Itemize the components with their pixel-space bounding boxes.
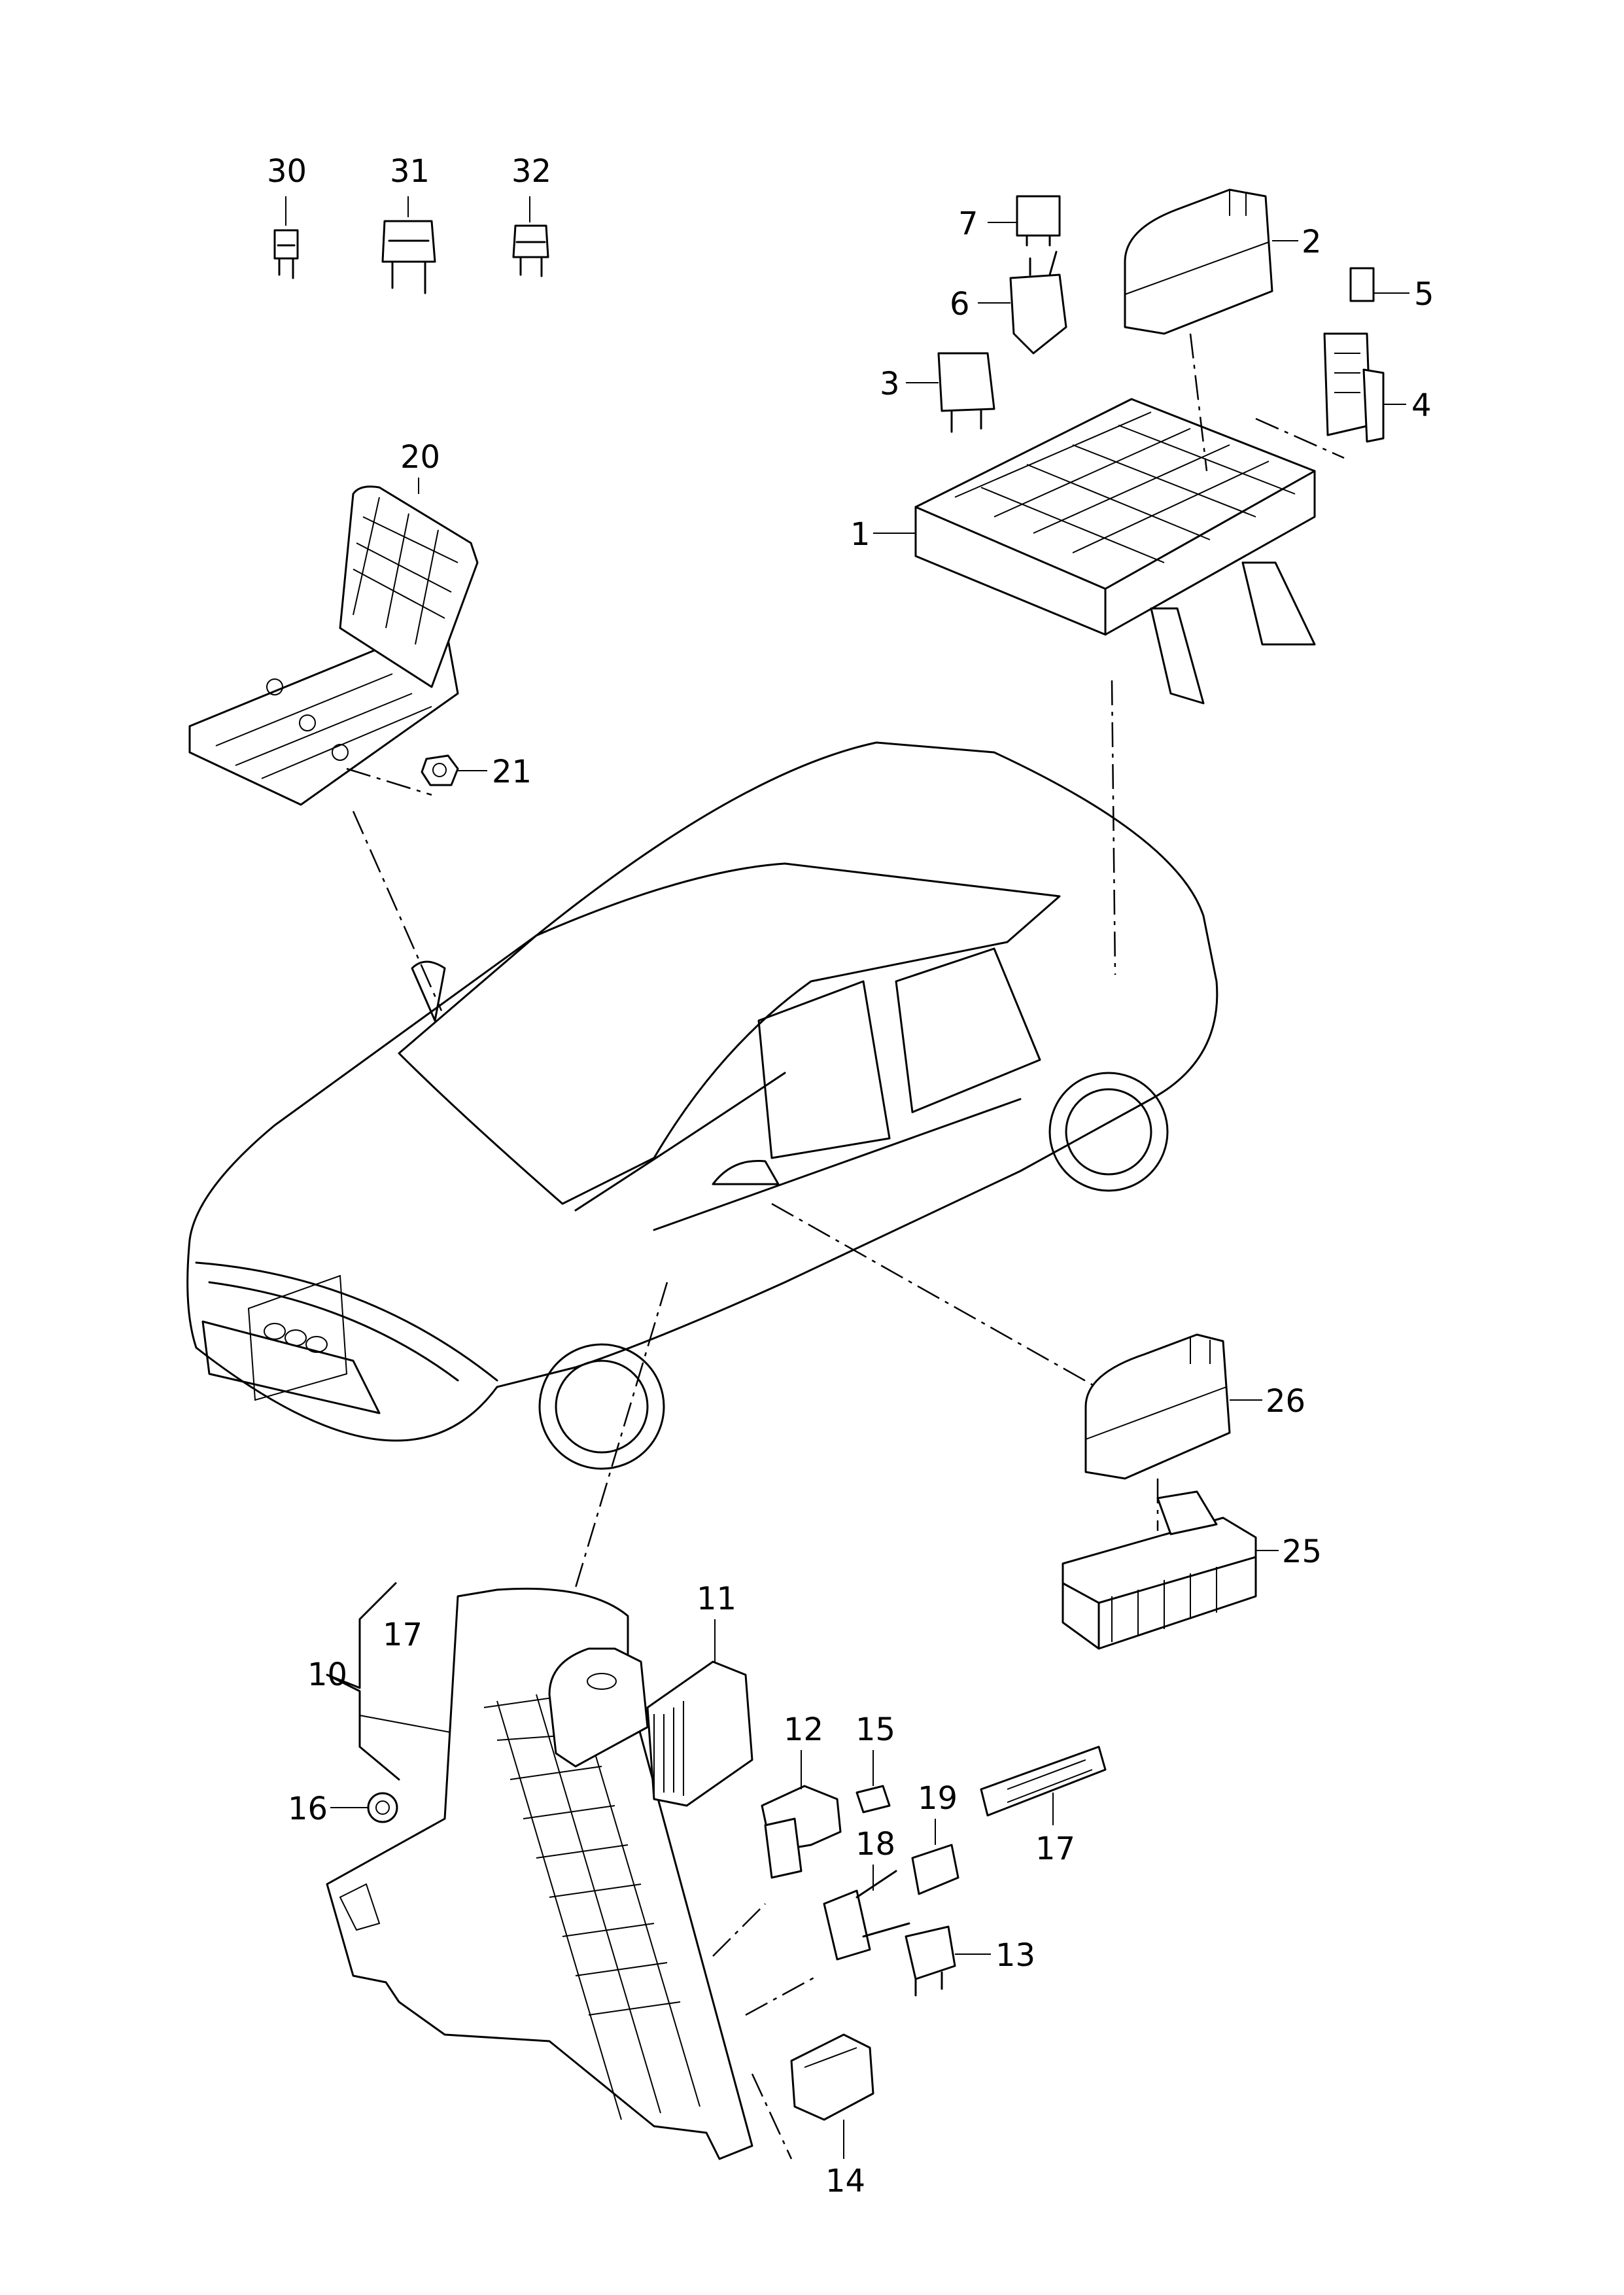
callout-6: 6 bbox=[950, 286, 970, 323]
callout-32: 32 bbox=[511, 153, 551, 190]
fuse-box-cover-2[interactable] bbox=[1124, 188, 1273, 335]
callout-31: 31 bbox=[390, 153, 430, 190]
junction-box-20[interactable] bbox=[188, 485, 479, 806]
relay-13[interactable] bbox=[905, 1925, 956, 1997]
relay-3[interactable] bbox=[937, 352, 995, 433]
callout-25: 25 bbox=[1282, 1533, 1322, 1570]
callout-20: 20 bbox=[400, 439, 440, 476]
nut-16[interactable] bbox=[367, 1792, 398, 1823]
callout-26: 26 bbox=[1266, 1383, 1305, 1420]
fuse-box-carrier-1[interactable] bbox=[914, 398, 1316, 705]
callout-10: 10 bbox=[307, 1656, 347, 1693]
fuse-5[interactable] bbox=[1349, 267, 1375, 302]
control-module-11[interactable] bbox=[646, 1660, 753, 1807]
fuse-holder-4[interactable] bbox=[1323, 332, 1385, 443]
callout-21: 21 bbox=[492, 754, 532, 790]
callout-30: 30 bbox=[267, 153, 307, 190]
callout-5: 5 bbox=[1414, 276, 1434, 313]
relay-panel-bracket[interactable] bbox=[326, 1587, 753, 2160]
fuse-holder-18[interactable] bbox=[823, 1870, 910, 1961]
nut-21[interactable] bbox=[421, 754, 459, 786]
fuse-strip-17[interactable] bbox=[980, 1745, 1107, 1817]
callout-11: 11 bbox=[697, 1581, 736, 1617]
relay-holder-6[interactable] bbox=[1009, 251, 1067, 355]
relay-19[interactable] bbox=[911, 1844, 959, 1895]
bracket-10 bbox=[326, 1582, 400, 1781]
callout-18: 18 bbox=[855, 1826, 895, 1863]
vehicle-illustration bbox=[186, 741, 1218, 1470]
callout-15: 15 bbox=[855, 1711, 895, 1748]
relay-7[interactable] bbox=[1016, 195, 1061, 247]
relay-holder-14[interactable] bbox=[790, 2033, 874, 2121]
fuse-box-cover-26[interactable] bbox=[1084, 1333, 1231, 1480]
callout-14: 14 bbox=[825, 2163, 865, 2199]
callout-1: 1 bbox=[850, 516, 871, 553]
fuse-30[interactable] bbox=[273, 229, 299, 279]
callout-13: 13 bbox=[995, 1937, 1035, 1974]
fuse-31[interactable] bbox=[381, 220, 436, 294]
callout-19: 19 bbox=[918, 1780, 958, 1817]
callout-4: 4 bbox=[1411, 387, 1432, 424]
callout-17-bottom: 17 bbox=[1035, 1831, 1075, 1867]
fuse-32[interactable] bbox=[512, 224, 549, 277]
callout-3: 3 bbox=[880, 366, 900, 402]
fuse-box-carrier-25[interactable] bbox=[1062, 1490, 1257, 1650]
connector-12[interactable] bbox=[761, 1785, 842, 1879]
callout-12: 12 bbox=[784, 1711, 823, 1748]
fuse-15[interactable] bbox=[855, 1785, 891, 1813]
callout-2: 2 bbox=[1302, 224, 1322, 260]
callout-16: 16 bbox=[288, 1791, 328, 1827]
callout-17-top: 17 bbox=[383, 1617, 423, 1653]
callout-7: 7 bbox=[958, 205, 978, 242]
